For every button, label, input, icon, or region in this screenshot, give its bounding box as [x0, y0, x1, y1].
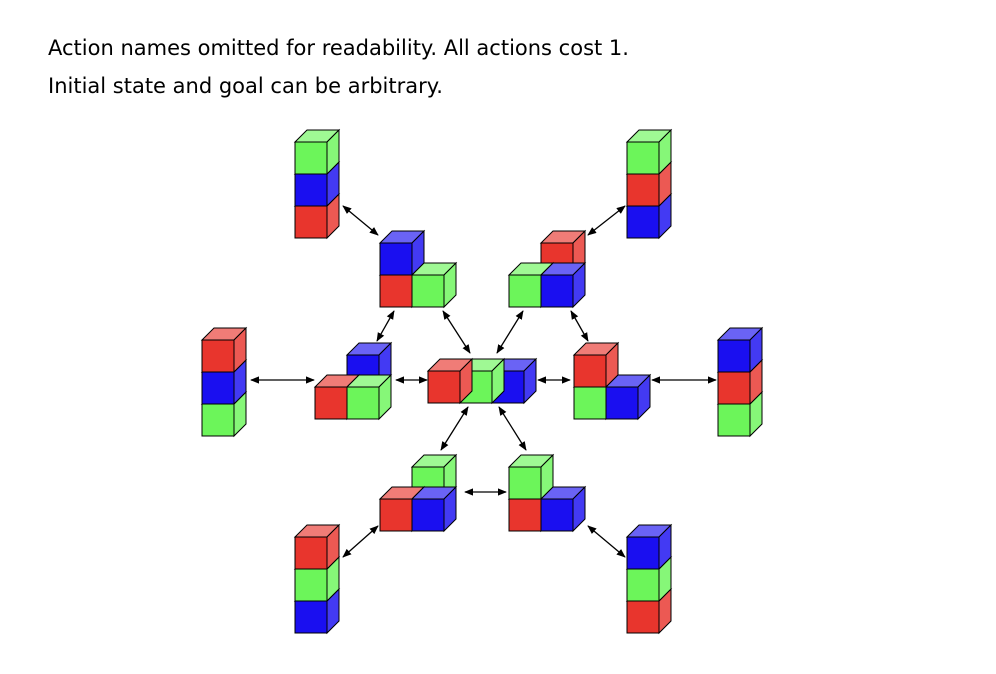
state-pair-g-on-b-plus-r: [378, 453, 458, 533]
state-tower-g-r-b-top-right: [625, 128, 673, 240]
state-tower-r-b-g-left: [200, 326, 248, 438]
state-pair-r-on-g-plus-b: [572, 341, 652, 421]
arrow-all-on-table-to-pair-r-on-b-plus-g: [496, 310, 524, 354]
state-tower-b-g-r-bottom-right: [625, 523, 673, 635]
arrow-tower-b-g-r-bottom-right-to-pair-g-on-r-plus-b: [587, 525, 626, 558]
state-pair-g-on-r-plus-b: [507, 453, 587, 533]
blue-block: [539, 485, 587, 533]
green-block: [410, 261, 458, 309]
caption-line-1: Action names omitted for readability. Al…: [48, 36, 629, 60]
arrow-tower-r-g-b-bottom-left-to-pair-g-on-b-plus-r: [342, 525, 379, 558]
blue-block: [378, 229, 426, 277]
caption-line-2: Initial state and goal can be arbitrary.: [48, 74, 443, 98]
blue-block: [604, 373, 652, 421]
state-pair-b-on-g-plus-r: [313, 341, 393, 421]
arrow-tower-g-b-r-top-left-to-pair-b-on-r-plus-g: [342, 205, 379, 236]
state-nodes: [200, 128, 764, 635]
green-block: [345, 373, 393, 421]
blue-block: [625, 523, 673, 571]
state-pair-r-on-b-plus-g: [507, 229, 587, 309]
blue-block: [716, 326, 764, 374]
green-block: [625, 128, 673, 176]
red-block: [200, 326, 248, 374]
state-tower-g-b-r-top-left: [293, 128, 341, 240]
arrow-all-on-table-to-pair-g-on-b-plus-r: [440, 406, 469, 451]
blue-block: [539, 261, 587, 309]
arrow-tower-g-r-b-top-right-to-pair-r-on-b-plus-g: [587, 205, 626, 236]
state-tower-b-r-g-right: [716, 326, 764, 438]
arrow-pair-b-on-r-plus-g-to-pair-b-on-g-plus-r: [376, 310, 395, 342]
arrow-pair-r-on-b-plus-g-to-pair-r-on-g-plus-b: [570, 310, 589, 342]
red-block: [293, 523, 341, 571]
red-block: [426, 357, 474, 405]
red-block: [572, 341, 620, 389]
green-block: [507, 453, 555, 501]
state-pair-b-on-r-plus-g: [378, 229, 458, 309]
arrow-all-on-table-to-pair-b-on-r-plus-g: [442, 310, 471, 354]
state-all-on-table: [426, 357, 538, 405]
transition-arrows: [250, 205, 717, 558]
arrow-all-on-table-to-pair-g-on-r-plus-b: [498, 406, 527, 451]
green-block: [293, 128, 341, 176]
state-tower-r-g-b-bottom-left: [293, 523, 341, 635]
blue-block: [410, 485, 458, 533]
